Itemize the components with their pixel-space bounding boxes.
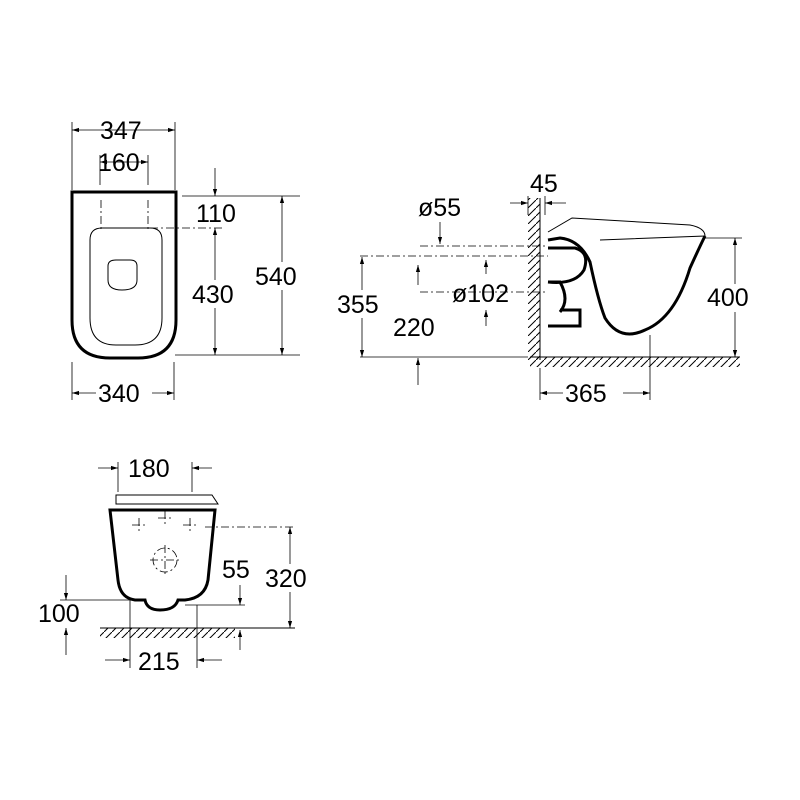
dim-180: 180: [128, 455, 170, 483]
rear-outline: [108, 508, 217, 612]
dim-347: 347: [100, 117, 142, 145]
flush-hole: [107, 259, 138, 291]
dim-dia-102: ø102: [452, 280, 509, 308]
seat-opening: [89, 227, 163, 346]
bowl-profile: [547, 235, 707, 336]
dim-100: 100: [38, 600, 80, 628]
dim-340: 340: [98, 380, 140, 408]
seat-lid: [547, 217, 706, 241]
side-view: 45 ø55 355 220 ø102 400 365: [335, 170, 760, 408]
dim-215: 215: [138, 648, 180, 676]
rear-view: 180 320 55 100 215: [38, 455, 320, 676]
dim-220: 220: [393, 314, 435, 342]
bowl-outline: [70, 190, 178, 360]
dim-110: 110: [196, 200, 236, 228]
dim-355: 355: [337, 291, 379, 319]
dim-160: 160: [98, 149, 140, 177]
dim-320: 320: [265, 565, 307, 593]
dim-dia-55: ø55: [418, 194, 461, 222]
dim-540: 540: [255, 263, 297, 291]
dim-45: 45: [530, 170, 558, 198]
dim-400: 400: [707, 284, 749, 312]
dim-55: 55: [222, 556, 250, 584]
top-view: 347 160 110 430 540 340: [70, 117, 309, 408]
dim-430: 430: [192, 281, 234, 309]
dim-365: 365: [565, 380, 607, 408]
